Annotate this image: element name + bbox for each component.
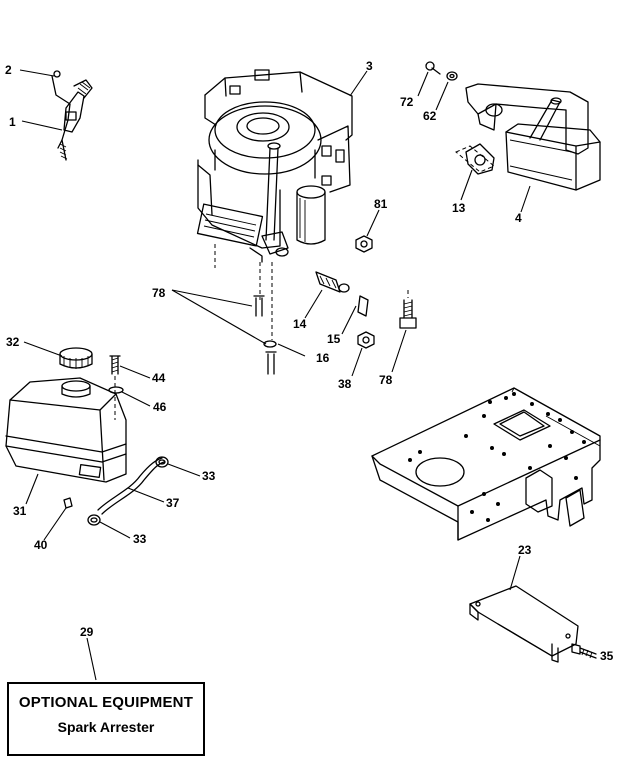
optional-equipment-item: Spark Arrester — [57, 719, 155, 735]
leader-78a-1 — [171, 289, 253, 307]
fuel-line-part — [97, 457, 165, 515]
callout-78a: 78 — [152, 286, 166, 300]
optional-equipment-title: OPTIONAL EQUIPMENT — [18, 694, 194, 711]
callout-29: 29 — [80, 625, 94, 639]
leader-78a-2 — [171, 289, 267, 345]
callout-2: 2 — [5, 63, 12, 77]
callout-72: 72 — [400, 95, 414, 109]
leader-13 — [460, 169, 473, 201]
leader-3 — [349, 70, 368, 97]
screw-44-part — [109, 355, 121, 420]
frame-part — [371, 387, 601, 541]
leader-2 — [19, 69, 55, 77]
callout-37: 37 — [166, 496, 180, 510]
callout-78b: 78 — [379, 373, 393, 387]
washer-62-part — [446, 71, 458, 81]
leader-32 — [23, 341, 63, 357]
leader-33a — [167, 463, 201, 477]
callout-62: 62 — [423, 109, 437, 123]
leader-37 — [127, 487, 165, 503]
throttle-control-part — [51, 70, 93, 161]
callout-23: 23 — [518, 543, 532, 557]
callout-33b: 33 — [133, 532, 147, 546]
leader-62 — [435, 81, 449, 111]
leader-40 — [43, 507, 67, 541]
bolt-72-part — [425, 61, 441, 75]
leader-1 — [21, 120, 63, 131]
washer-46-part — [108, 386, 124, 394]
washer-16-part — [263, 340, 277, 348]
callout-13: 13 — [452, 201, 466, 215]
leader-44 — [119, 365, 151, 379]
engine-part — [196, 69, 353, 263]
clamp-33-lower-part — [87, 514, 101, 526]
callout-46: 46 — [153, 400, 167, 414]
leader-14 — [304, 289, 323, 319]
fuel-tank-part — [5, 377, 127, 483]
callout-14: 14 — [293, 317, 307, 331]
callout-32: 32 — [6, 335, 20, 349]
leader-4 — [520, 185, 531, 213]
nut-81-part — [355, 235, 373, 253]
nut-38-part — [357, 331, 375, 349]
muffler-part — [465, 83, 601, 191]
callout-81: 81 — [374, 197, 388, 211]
leader-29 — [86, 637, 97, 681]
callout-33a: 33 — [202, 469, 216, 483]
leader-38 — [351, 347, 363, 377]
callout-1: 1 — [9, 115, 16, 129]
callout-35: 35 — [600, 649, 614, 663]
fitting-14-part — [315, 271, 350, 293]
callout-4: 4 — [515, 211, 522, 225]
callout-31: 31 — [13, 504, 27, 518]
leader-72 — [417, 71, 429, 97]
leader-23 — [509, 555, 521, 591]
leader-81 — [366, 209, 380, 237]
bolt-78-right-part — [399, 290, 417, 329]
leader-78b — [391, 329, 407, 373]
fitting-40-part — [63, 497, 73, 509]
leader-16 — [277, 343, 306, 357]
callout-38: 38 — [338, 377, 352, 391]
optional-equipment-box: OPTIONAL EQUIPMENT Spark Arrester — [7, 682, 205, 756]
leader-15 — [341, 305, 357, 335]
hose-15-part — [357, 295, 369, 317]
callout-3: 3 — [366, 59, 373, 73]
fuel-cap-part — [59, 347, 93, 369]
callout-40: 40 — [34, 538, 48, 552]
callout-44: 44 — [152, 371, 166, 385]
clamp-33-upper-part — [155, 456, 169, 468]
heat-shield-part — [469, 585, 579, 663]
gasket-part — [455, 143, 495, 175]
callout-15: 15 — [327, 332, 341, 346]
bolt-78-left-part — [253, 295, 277, 375]
screw-35-part — [571, 643, 597, 659]
callout-16: 16 — [316, 351, 330, 365]
leader-33b — [99, 521, 131, 539]
leader-46 — [121, 391, 151, 407]
leader-31 — [25, 473, 39, 505]
